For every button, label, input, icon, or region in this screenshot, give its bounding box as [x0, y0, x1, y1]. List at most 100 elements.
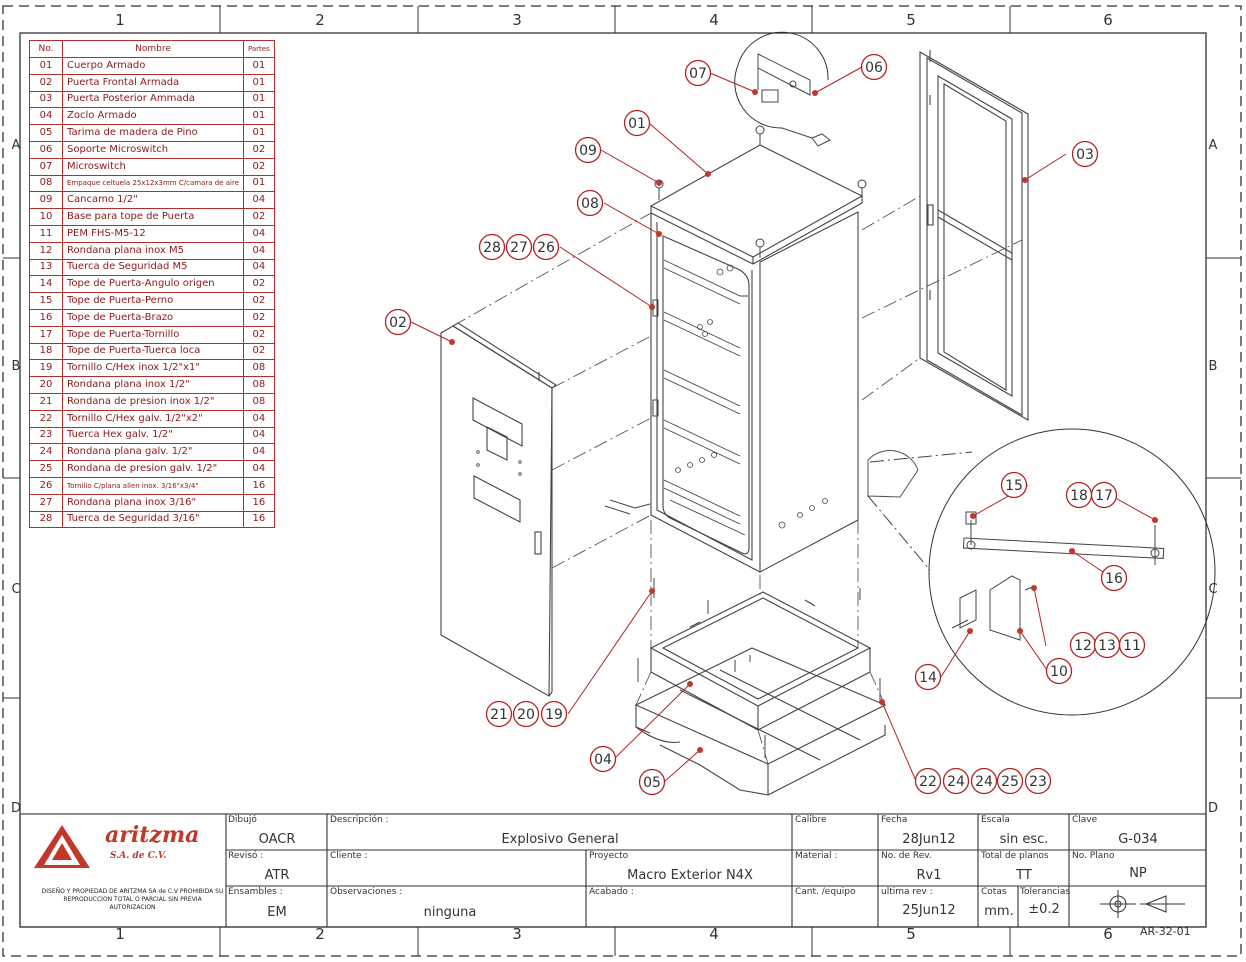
zone-col-label: 4	[709, 11, 719, 29]
bom-cell-name: Tope de Puerta-Angulo origen	[62, 275, 244, 294]
balloon-01: 01	[623, 109, 651, 137]
bom-cell-name: Rondana de presion galv. 1/2"	[62, 460, 244, 478]
balloon-label: 18	[1070, 488, 1088, 504]
balloon-label: 25	[1001, 774, 1019, 790]
outer-frame	[2, 5, 1242, 957]
zone-col-label: 6	[1103, 925, 1113, 943]
bom-cell-qty: 04	[242, 224, 275, 243]
balloon-label: 11	[1123, 638, 1141, 654]
bom-cell-qty: 02	[242, 208, 275, 226]
balloon-18: 18	[1065, 481, 1093, 509]
bom-cell-name: Tornillo C/Hex inox 1/2"x1"	[62, 359, 244, 378]
balloon-24: 24	[942, 767, 970, 795]
clave-label: Clave	[1072, 815, 1098, 825]
bom-cell-no: 06	[29, 140, 63, 159]
balloon-22: 22	[914, 767, 942, 795]
bom-cell-no: 21	[29, 392, 63, 411]
projection-symbol-icon	[1100, 890, 1185, 918]
wood-pallet	[634, 647, 887, 796]
bom-cell-no: 01	[29, 57, 63, 75]
bom-cell-name: Tope de Puerta-Brazo	[62, 308, 244, 327]
planos-label: Total de planos	[981, 851, 1049, 861]
bom-cell-name: Tornillo C/plana allen inox. 3/16"x3/4"	[62, 476, 244, 495]
rear-door	[919, 50, 1029, 421]
door-stop-detail	[867, 428, 1216, 716]
aritzma-logo: aritzma S.A. de C.V.	[34, 822, 199, 868]
balloon-04: 04	[589, 745, 617, 773]
balloon-label: 02	[389, 315, 407, 331]
bom-cell-name: Rondana plana inox M5	[62, 241, 244, 260]
ensambles-value: EM	[267, 905, 287, 920]
bom-cell-name: Tornillo C/Hex galv. 1/2"x2"	[62, 409, 244, 428]
bom-cell-qty: 04	[242, 191, 275, 210]
bom-cell-qty: 02	[242, 342, 275, 361]
bom-cell-no: 20	[29, 376, 63, 394]
bom-cell-no: 26	[29, 476, 63, 495]
balloon-label: 14	[919, 670, 937, 686]
balloon-13: 13	[1093, 631, 1121, 659]
observaciones-value: ninguna	[423, 905, 477, 920]
cabinet-body	[604, 125, 867, 573]
bom-cell-no: 07	[29, 157, 63, 176]
noplano-label: No. Plano	[1072, 851, 1115, 861]
balloon-label: 01	[628, 116, 646, 132]
observaciones-label: Observaciones :	[330, 887, 403, 897]
bom-cell-no: 04	[29, 107, 63, 126]
balloon-label: 12	[1074, 638, 1092, 654]
bom-cell-name: Cancamo 1/2"	[62, 191, 244, 210]
fecha-label: Fecha	[881, 815, 908, 825]
bom-cell-no: 27	[29, 493, 63, 512]
balloon-label: 28	[483, 240, 501, 256]
bom-cell-no: 17	[29, 325, 63, 344]
bom-cell-qty: 02	[242, 308, 275, 327]
clave-value: G-034	[1118, 832, 1158, 847]
bom-cell-name: Soporte Microswitch	[62, 140, 244, 159]
bom-cell-name: Zoclo Armado	[62, 107, 244, 126]
zone-col-label: 5	[906, 925, 916, 943]
zone-row-label: A	[1209, 138, 1218, 153]
balloon-09: 09	[574, 136, 602, 164]
balloon-23: 23	[1024, 767, 1052, 795]
balloon-24: 24	[970, 767, 998, 795]
zone-col-label: 2	[315, 925, 325, 943]
bom-cell-name: PEM FHS-M5-12	[62, 224, 244, 243]
logo-subtitle: S.A. de C.V.	[110, 851, 166, 861]
bom-cell-name: Tuerca Hex galv. 1/2"	[62, 426, 244, 445]
balloon-label: 10	[1050, 664, 1068, 680]
balloon-label: 06	[865, 60, 883, 76]
zone-row-label: C	[11, 582, 20, 597]
balloon-20: 20	[512, 700, 540, 728]
fecha-value: 28Jun12	[902, 832, 956, 847]
bom-cell-no: 16	[29, 308, 63, 327]
bom-header-qty: Partes	[242, 40, 275, 58]
bom-header-name: Nombre	[62, 40, 244, 58]
balloon-label: 07	[689, 66, 707, 82]
sheet-code: AR-32-01	[1140, 925, 1191, 938]
bom-cell-name: Rondana plana inox 1/2"	[62, 376, 244, 394]
bom-cell-name: Base para tope de Puerta	[62, 208, 244, 226]
planos-value: TT	[1016, 868, 1032, 883]
bom-cell-qty: 02	[242, 292, 275, 310]
balloon-17: 17	[1090, 481, 1118, 509]
balloon-label: 15	[1005, 478, 1023, 494]
bom-cell-name: Rondana de presion inox 1/2"	[62, 392, 244, 411]
balloon-11: 11	[1118, 631, 1146, 659]
leader-dots	[449, 89, 1158, 753]
logo-wordmark: aritzma	[105, 822, 199, 848]
dibujo-label: Dibujó	[228, 815, 257, 825]
bom-cell-no: 22	[29, 409, 63, 428]
